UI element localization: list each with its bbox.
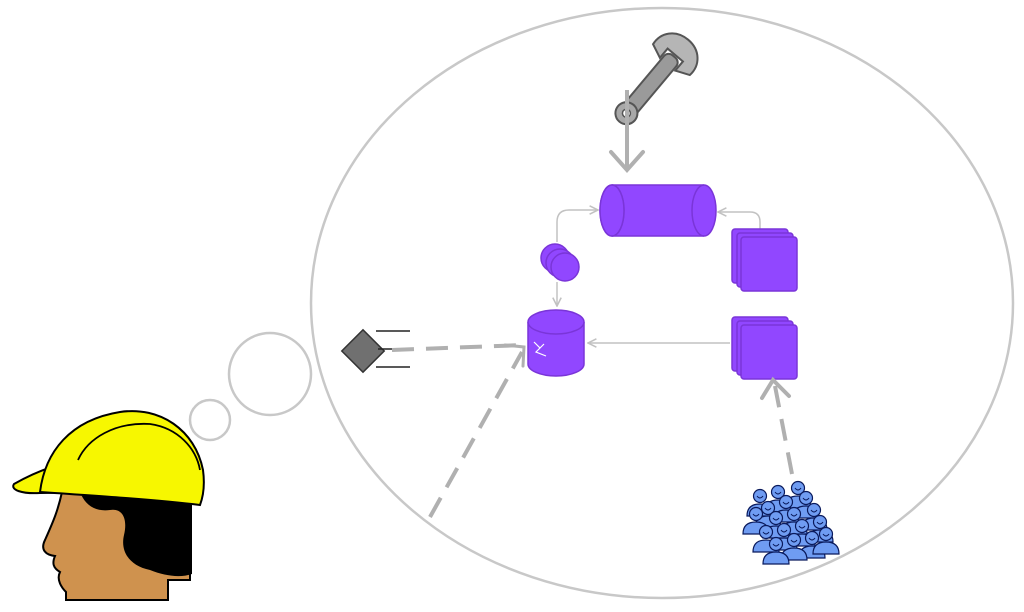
arrow-squares-to-queue — [718, 212, 761, 230]
engineer-head-icon — [12, 410, 205, 601]
wrench-arrow — [609, 90, 645, 174]
stacked-circles-icon — [540, 243, 580, 282]
dashed-arrowhead-crowd — [760, 376, 791, 400]
database-icon — [527, 309, 585, 377]
engineer-hat-dome — [38, 410, 205, 507]
thought-bubble — [188, 6, 1015, 600]
crowd-icon — [742, 480, 840, 565]
dashed-arrow-crowd-to-squares — [773, 385, 794, 475]
engineer-hat-ridge — [77, 423, 201, 471]
dashed-arrowhead-engineer — [503, 343, 526, 368]
crowd-person — [762, 536, 790, 565]
thought-bubble-main — [309, 6, 1015, 600]
thought-bubble-small — [188, 398, 232, 442]
queue-cylinder-icon — [599, 184, 717, 237]
engineer-hair — [80, 492, 192, 577]
stacked-squares-icon-bottom — [731, 316, 798, 380]
arrow-circles-to-queue — [556, 210, 598, 242]
stacked-squares-icon-top — [731, 228, 798, 292]
dashed-arrow-engineer-to-database — [428, 351, 524, 518]
thought-bubble-medium — [227, 331, 313, 417]
crowd-person — [812, 526, 840, 555]
dashed-arrow-diamond-to-database — [391, 343, 525, 352]
wrench-icon — [614, 32, 699, 126]
fast-diamond-icon — [340, 328, 410, 374]
